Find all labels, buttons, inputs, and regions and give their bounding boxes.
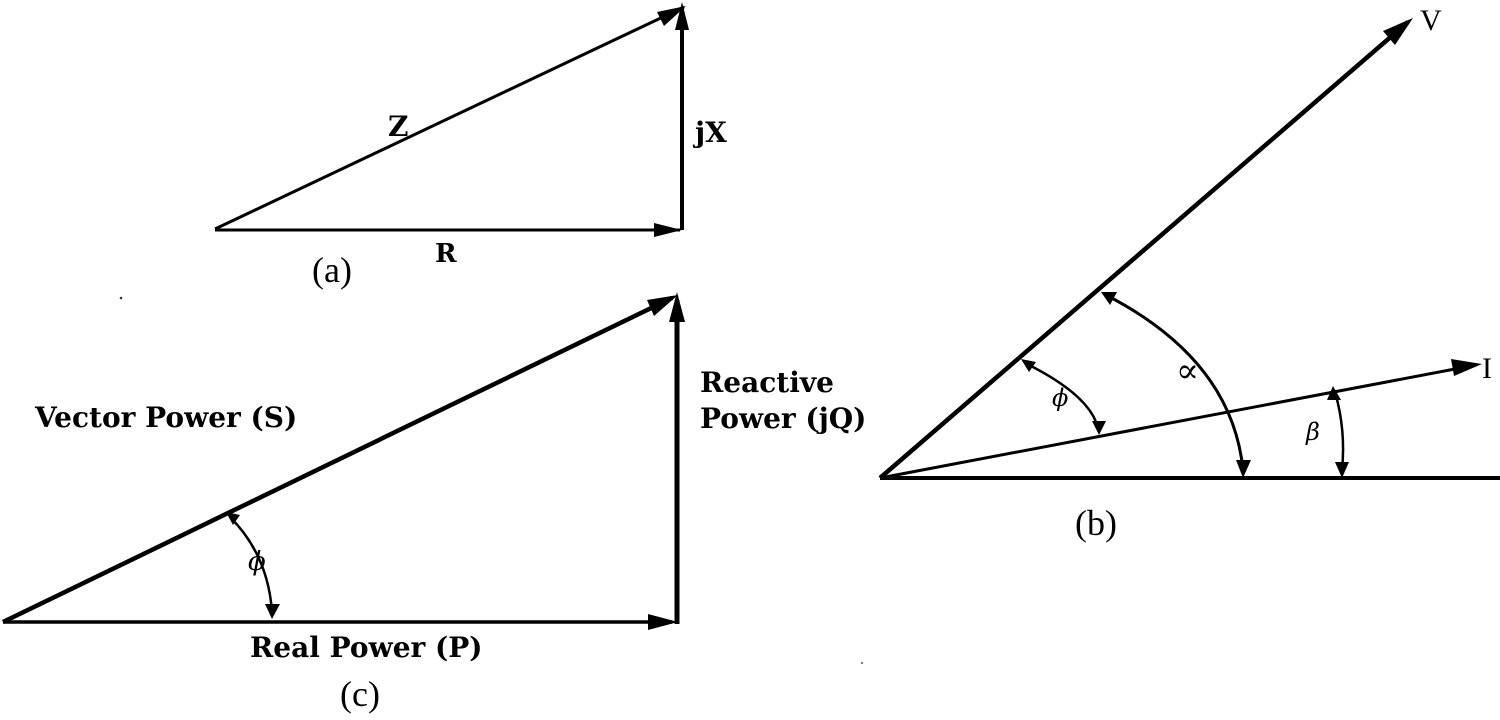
z-arrowhead — [657, 6, 686, 26]
r-arrowhead — [654, 223, 682, 237]
jx-arrowhead — [675, 2, 689, 30]
beta-arc-arrow-top — [1327, 386, 1341, 400]
beta-arc — [1333, 391, 1345, 471]
z-label: Z — [388, 110, 408, 143]
p-label: Real Power (P) — [250, 631, 483, 664]
phi-arc-b-arrow-bottom — [1092, 421, 1106, 435]
alpha-arc — [1105, 293, 1245, 471]
q-label-line1: Reactive — [700, 366, 834, 399]
s-arrowhead — [647, 295, 678, 316]
caption-c: (c) — [340, 674, 380, 714]
beta-label: β — [1305, 418, 1320, 446]
alpha-arc-arrow-bottom — [1236, 460, 1251, 478]
scan-speck — [861, 662, 863, 664]
phi-arc-b-arrow-top — [1021, 359, 1036, 372]
phi-arc-c — [229, 516, 274, 613]
s-vector — [2, 295, 673, 625]
r-label: R — [435, 239, 457, 269]
v-arrowhead — [1383, 18, 1413, 45]
v-vector — [878, 20, 1410, 480]
power-triangle: ϕ Vector Power (S) Reactive Power (jQ) R… — [2, 292, 866, 714]
i-label: I — [1482, 352, 1492, 385]
z-vector — [214, 5, 685, 231]
phasor-angles: ∝ ϕ β V I (b) — [878, 4, 1500, 543]
jx-label: jX — [692, 116, 727, 149]
impedance-triangle: Z jX R (a) — [214, 2, 727, 290]
i-arrowhead — [1451, 359, 1482, 376]
q-label-line2: Power (jQ) — [700, 402, 866, 435]
v-label: V — [1420, 4, 1442, 37]
phi-label-c: ϕ — [248, 547, 266, 577]
alpha-arc-arrow-top — [1101, 292, 1117, 305]
caption-b: (b) — [1075, 503, 1117, 543]
phi-arc-c-arrow-top — [226, 512, 240, 525]
beta-arc-arrow-bottom — [1335, 462, 1349, 478]
p-arrowhead — [648, 614, 678, 630]
phi-label-b: ϕ — [1052, 384, 1068, 412]
phi-arc-c-arrow-bottom — [265, 604, 280, 619]
s-label: Vector Power (S) — [34, 401, 297, 434]
scan-speck — [119, 296, 123, 300]
q-arrowhead — [669, 292, 685, 322]
alpha-label: ∝ — [1176, 351, 1199, 391]
caption-a: (a) — [312, 250, 352, 290]
i-vector — [879, 363, 1477, 480]
